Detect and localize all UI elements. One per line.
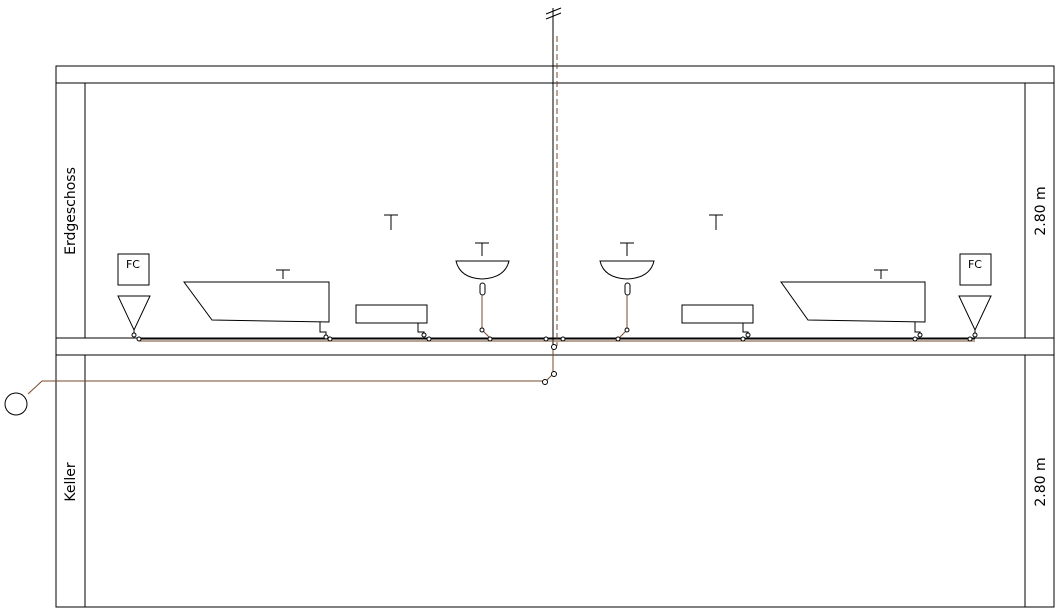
floor-label-lower: Keller (63, 462, 79, 501)
floor-height-upper: 2.80 m (1033, 186, 1049, 235)
node (327, 336, 333, 342)
node (421, 332, 427, 338)
node (615, 336, 621, 342)
bathtub-left-icon (183, 281, 330, 323)
node (912, 336, 918, 342)
node (624, 327, 630, 333)
floor-drain-right-icon (958, 295, 992, 332)
fixtures-right: FC (599, 214, 992, 339)
node (917, 332, 923, 338)
node (131, 332, 137, 338)
node (967, 336, 973, 342)
washbasin-left-trap (479, 282, 486, 296)
break-mark-1 (545, 7, 562, 15)
washbasin-right-trap (624, 282, 631, 296)
node (740, 336, 746, 342)
node (560, 336, 566, 342)
node (972, 332, 978, 338)
shower-tray-left-icon (355, 304, 428, 324)
washbasin-left-icon (455, 260, 510, 280)
washbasin-right-icon (599, 260, 655, 280)
drain-collector (4, 338, 975, 416)
floor-cleanout-left-label: FC (126, 258, 140, 271)
outer-wall (55, 65, 1055, 608)
node (323, 334, 329, 340)
vent-stack (545, 7, 562, 346)
floor-cleanout-left-box (117, 253, 150, 286)
node (487, 336, 493, 342)
floor-label-upper: Erdgeschoss (63, 167, 79, 255)
node (136, 336, 142, 342)
connection-nodes (131, 327, 978, 385)
building-structure (55, 65, 1055, 608)
bathtub-right-icon (780, 281, 926, 323)
floor-cleanout-right-label: FC (968, 258, 982, 271)
fixtures-left: FC (117, 214, 510, 339)
drain-to-sewer (27, 380, 43, 395)
node (426, 336, 432, 342)
node (543, 336, 549, 342)
node (479, 327, 485, 333)
floor-cleanout-right-box (959, 253, 992, 286)
node (542, 379, 548, 385)
floor-height-lower: 2.80 m (1033, 457, 1049, 506)
sewer-connection-icon (4, 392, 28, 416)
node (551, 371, 557, 377)
node (551, 344, 557, 350)
break-mark-2 (545, 12, 562, 20)
node (745, 332, 751, 338)
shower-tray-right-icon (681, 304, 754, 324)
floor-drain-left-icon (117, 295, 151, 332)
